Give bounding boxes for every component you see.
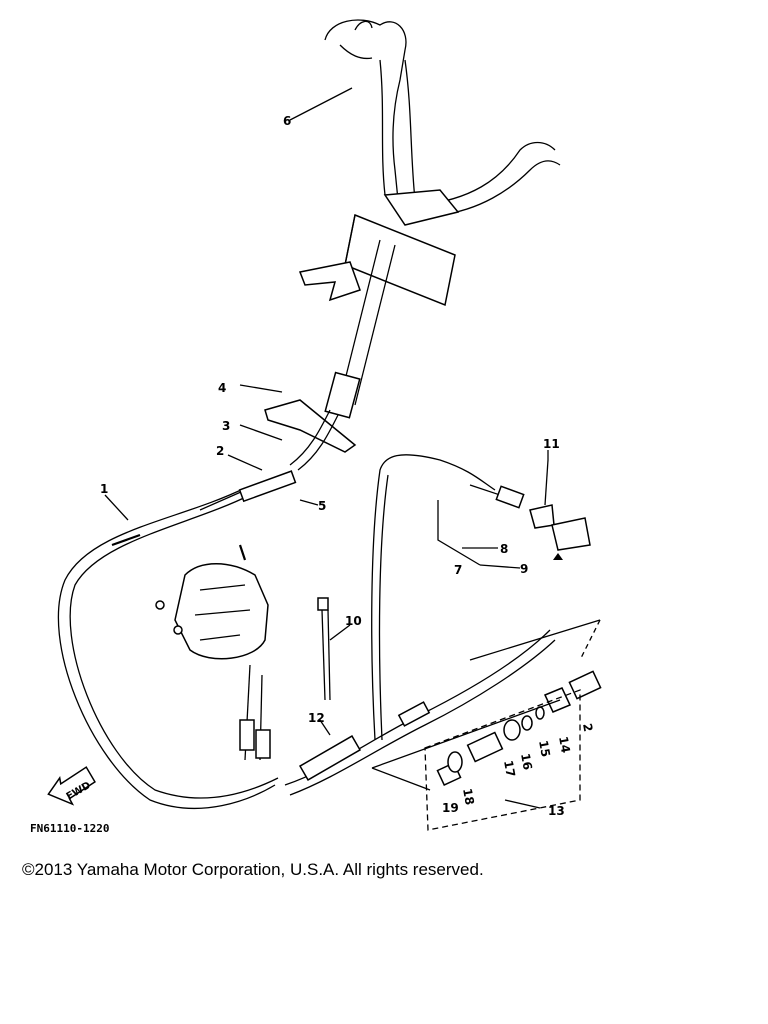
callout-7: 7 [454,563,462,577]
cable-assembly-1 [57,409,339,809]
joint-fittings [436,670,602,787]
callout-labels: 1 2 3 4 5 6 7 8 9 10 11 12 13 14 15 16 1… [100,114,595,818]
neutral-switch [469,459,591,560]
copyright-notice: ©2013 Yamaha Motor Corporation, U.S.A. A… [22,860,484,879]
cable-tie [317,597,331,701]
callout-14: 14 [556,735,573,754]
callout-3: 3 [222,419,230,433]
callout-10: 10 [345,614,362,628]
callout-4: 4 [218,381,226,395]
callout-15: 15 [536,739,553,758]
callout-2: 2 [216,444,224,458]
parts-diagram: 1 2 3 4 5 6 7 8 9 10 11 12 13 14 15 16 1… [30,19,602,835]
leader-lines [104,87,601,831]
cable-assembly-12 [284,454,556,796]
callout-12: 12 [308,711,325,725]
handlebar-assembly [264,19,561,453]
callout-1: 1 [100,482,108,496]
shift-box [155,544,271,761]
callout-8: 8 [500,542,508,556]
fwd-arrow-icon: FWD [47,766,96,806]
callout-17: 17 [501,759,518,778]
callout-18: 18 [460,787,477,806]
callout-13: 13 [548,804,565,818]
figure-code: FN61110-1220 [30,822,109,835]
callout-19: 19 [442,801,459,815]
callout-11: 11 [543,437,560,451]
callout-16: 16 [518,752,535,771]
callout-5: 5 [318,499,326,513]
callout-2b: 2 [580,722,595,733]
callout-9: 9 [520,562,528,576]
callout-6: 6 [283,114,291,128]
